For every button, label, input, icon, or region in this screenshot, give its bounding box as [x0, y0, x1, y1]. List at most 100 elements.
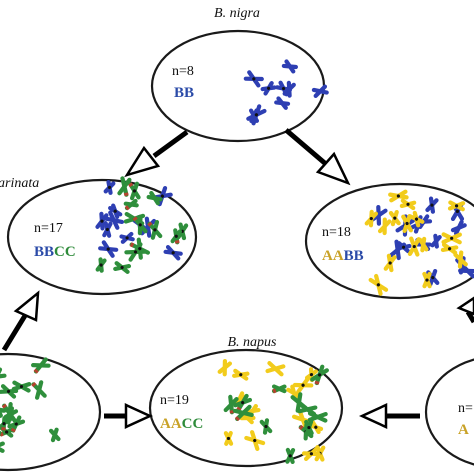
chromosome-icon: [128, 181, 141, 201]
rapa-ellipse: [424, 358, 474, 466]
chromosome-icon: [308, 420, 324, 435]
chromosome-icon: [217, 358, 233, 377]
nigra-genome-part-0: BB: [174, 85, 194, 101]
chromosome-icon: [364, 209, 379, 228]
chromosome-icon: [244, 430, 266, 451]
chromosome-icon: [418, 236, 429, 253]
chromosome-icon: [440, 242, 459, 255]
chromosome-icon: [292, 376, 314, 394]
chromosome-icon: [271, 384, 287, 394]
chromosome-icon: [98, 240, 119, 258]
hollow-triangle-arrow-icon: [13, 290, 40, 322]
chromosome-icon: [377, 217, 392, 236]
chromosome-icon: [232, 404, 254, 422]
chromosome-icon: [311, 84, 329, 98]
chromosome-icon: [95, 211, 109, 231]
chromosome-layer: [0, 59, 474, 464]
chromosome-icon: [31, 357, 51, 374]
chromosome-icon: [147, 219, 163, 240]
chromosome-icon: [441, 232, 462, 245]
nigra-title: B. nigra: [214, 6, 260, 21]
hollow-triangle-arrow-icon: [124, 145, 161, 178]
chromosome-icon: [408, 210, 425, 228]
chromosome-icon: [170, 228, 182, 245]
chromosome-icon: [399, 198, 417, 211]
chromosome-icon: [281, 59, 298, 74]
napus-genome-part-1: CC: [182, 416, 204, 432]
chromosome-icon: [450, 219, 467, 236]
chromosome-icon: [95, 257, 107, 273]
chromosome-icon: [103, 210, 125, 230]
chromosome-icon: [430, 233, 442, 249]
chromosome-icon: [401, 213, 413, 233]
napus-genome-label: AACC: [160, 416, 203, 432]
juncea-n-label: n=18: [322, 225, 351, 240]
chromosome-icon: [163, 245, 183, 261]
oleracea-ellipse: [0, 352, 102, 472]
carinata-title: arinata: [0, 176, 39, 191]
chromosome-icon: [11, 380, 32, 393]
chromosome-icon: [117, 176, 132, 197]
nigra-genome-label: BB: [174, 85, 194, 101]
chromosome-icon: [368, 273, 389, 296]
chromosome-icon: [129, 237, 151, 260]
chromosome-icon: [447, 200, 466, 212]
chromosome-icon: [232, 368, 250, 381]
rapa-n-label: n=: [458, 401, 473, 416]
chromosome-icon: [425, 196, 439, 214]
chromosome-icon: [265, 361, 286, 377]
arrow-rapa-to-juncea-shaft: [465, 310, 474, 324]
chromosome-icon: [259, 418, 273, 435]
arrow-nigra-to-carinata-shaft: [152, 129, 189, 159]
hollow-triangle-arrow-icon: [358, 403, 388, 429]
juncea-genome-label: AABB: [322, 248, 364, 264]
arrow-oleracea-to-carinata-shaft: [1, 312, 29, 352]
chromosome-icon: [119, 231, 135, 244]
chromosome-icon: [310, 364, 329, 386]
hollow-triangle-arrow-icon: [456, 296, 474, 316]
rapa-genome-label: A: [458, 422, 469, 438]
chromosome-icon: [246, 104, 267, 126]
chromosome-icon: [422, 271, 432, 289]
chromosome-icon: [453, 250, 468, 269]
chromosome-icon: [103, 179, 116, 195]
chromosome-icon: [388, 209, 401, 227]
chromosome-icon: [48, 427, 61, 443]
carinata-genome-part-0: BB: [34, 244, 54, 260]
chromosome-icon: [1, 402, 17, 425]
napus-genome-part-0: AA: [160, 416, 182, 432]
rapa-genome-part-0: A: [458, 422, 469, 438]
chromosome-icon: [223, 430, 234, 446]
chromosome-icon: [113, 261, 132, 274]
hollow-triangle-arrow-icon: [315, 151, 351, 186]
carinata-genome-label: BBCC: [34, 244, 76, 260]
carinata-n-label: n=17: [34, 221, 63, 236]
chromosome-icon: [307, 411, 328, 423]
chromosome-icon: [285, 447, 296, 464]
napus-n-label: n=19: [160, 393, 189, 408]
carinata-ellipse: [6, 178, 198, 296]
chromosome-icon: [274, 96, 291, 110]
arrow-nigra-to-juncea-shaft: [284, 128, 329, 167]
chromosome-icon: [0, 401, 6, 418]
chromosome-icon: [31, 380, 47, 400]
chromosome-icon: [7, 415, 26, 433]
chromosome-icon: [383, 253, 397, 273]
chromosome-icon: [223, 394, 239, 415]
chromosome-icon: [102, 221, 113, 238]
chromosome-icon: [146, 190, 163, 206]
chromosome-icon: [388, 189, 409, 203]
chromosome-icon: [243, 70, 264, 88]
chromosome-icon: [407, 236, 421, 257]
chromosome-icon: [304, 419, 314, 436]
chromosome-icon: [395, 241, 412, 254]
chromosome-icon: [369, 204, 388, 226]
juncea-genome-part-1: BB: [344, 248, 364, 264]
juncea-genome-part-0: AA: [322, 248, 344, 264]
chromosome-icon: [0, 367, 7, 387]
carinata-genome-part-1: CC: [54, 244, 76, 260]
chromosome-icon: [260, 81, 277, 96]
chromosome-icon: [301, 446, 321, 462]
